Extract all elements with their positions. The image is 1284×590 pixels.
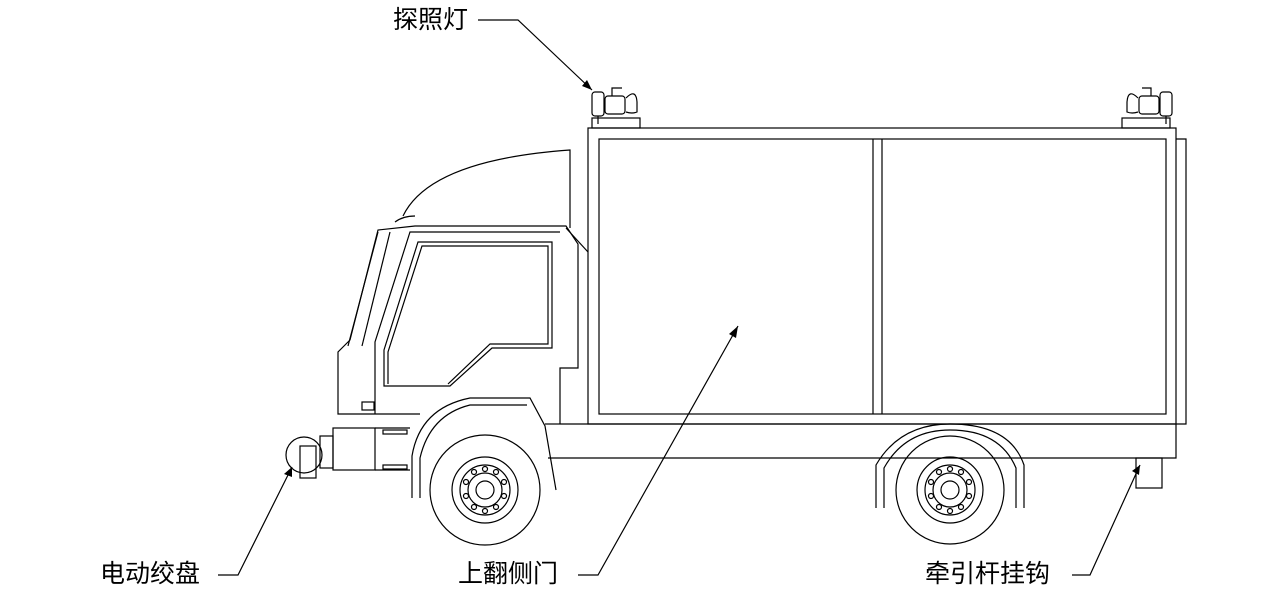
lug-nuts-front xyxy=(462,465,508,515)
chassis-frame xyxy=(545,423,1177,459)
winch-icon xyxy=(285,435,334,479)
tow-hook-icon xyxy=(1135,457,1163,489)
searchlight-icon-rear xyxy=(1121,87,1173,129)
lug-nuts-rear xyxy=(927,465,973,515)
front-wheel xyxy=(411,397,557,546)
flip-up-side-door-label: 上翻侧门 xyxy=(458,559,559,588)
arrowheads xyxy=(284,80,1140,477)
searchlight-icon xyxy=(591,87,641,129)
rear-wheel xyxy=(875,423,1025,545)
searchlight-label: 探照灯 xyxy=(393,5,469,34)
tow-bar-hook-label: 牵引杆挂钩 xyxy=(925,559,1051,588)
cab xyxy=(332,149,589,471)
leader-lines xyxy=(218,19,1141,576)
electric-winch-label: 电动绞盘 xyxy=(100,559,201,588)
cargo-box xyxy=(587,127,1187,425)
